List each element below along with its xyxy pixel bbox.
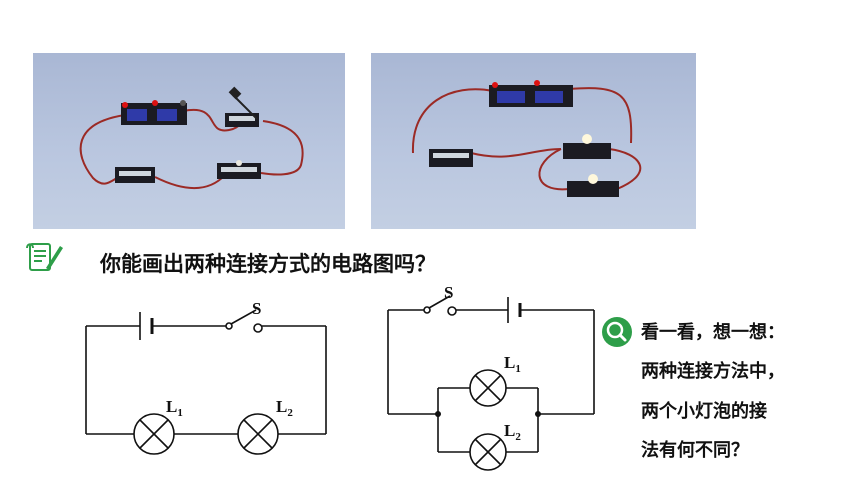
series-lamp1-label: L1	[166, 397, 183, 419]
photo-parallel-circuit	[371, 53, 696, 229]
switch-blade	[230, 309, 257, 325]
series-lamp2-label: L2	[276, 397, 293, 419]
question-text: 你能画出两种连接方式的电路图吗？	[100, 252, 436, 276]
magnifier-icon	[601, 316, 633, 348]
parallel-lamp2-label: L2	[504, 421, 521, 443]
series-circuit-diagram: S L1 L2	[85, 299, 327, 455]
series-switch-label: S	[252, 299, 261, 318]
think-title: 看一看，想一想：	[641, 322, 785, 343]
parallel-circuit-diagram: S L1 L2	[387, 283, 595, 471]
scroll-pen-icon	[24, 236, 64, 276]
photo-series-circuit	[33, 53, 345, 229]
think-line: 两个小灯泡的接	[641, 401, 767, 422]
think-line: 两种连接方法中，	[641, 361, 785, 382]
parallel-switch-label: S	[444, 283, 453, 302]
think-line: 法有何不同？	[641, 440, 749, 461]
parallel-lamp1-label: L1	[504, 353, 521, 375]
